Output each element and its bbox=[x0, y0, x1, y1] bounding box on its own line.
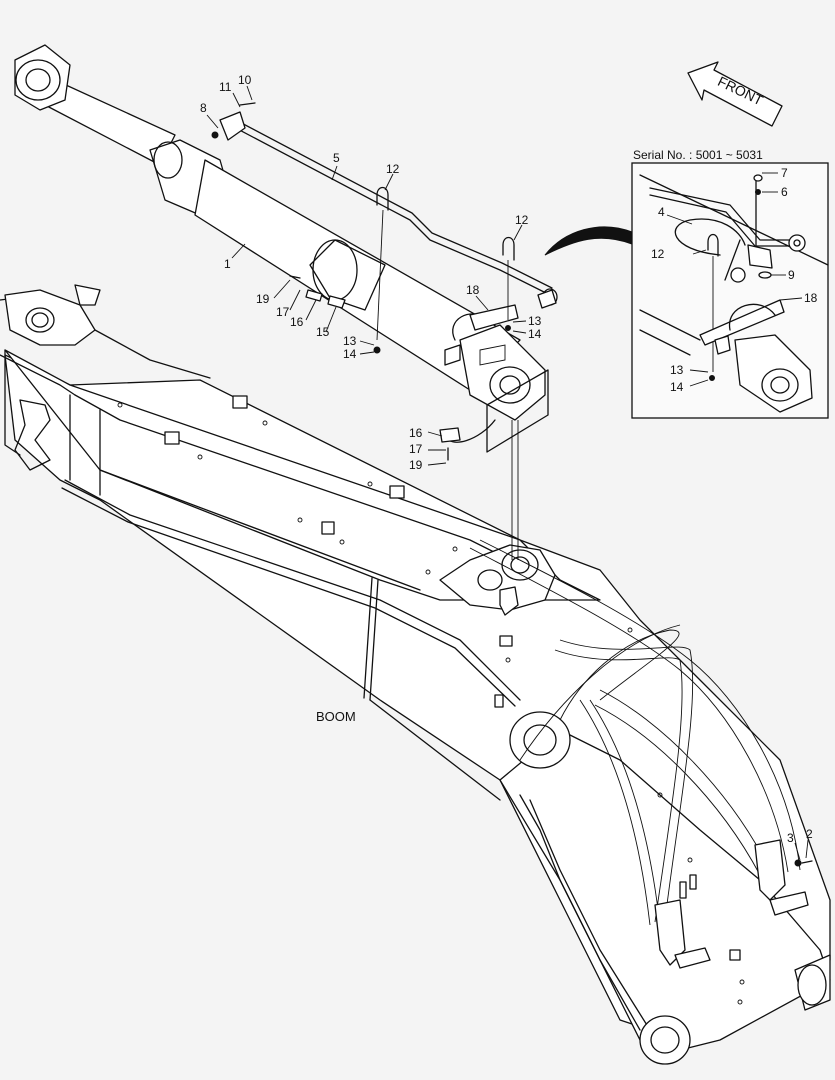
inset-callout-14: 14 bbox=[670, 380, 684, 394]
callout-19-upper: 19 bbox=[256, 292, 270, 306]
inset-callout-6: 6 bbox=[781, 185, 788, 199]
pipe bbox=[229, 124, 551, 296]
callout-18: 18 bbox=[466, 283, 480, 297]
inset-callout-7: 7 bbox=[781, 166, 788, 180]
u-bolt bbox=[376, 186, 389, 211]
u-bolt bbox=[502, 236, 515, 261]
callout-2: 2 bbox=[806, 827, 813, 841]
callout-12-right: 12 bbox=[515, 213, 529, 227]
inset-callouts: 7 6 4 12 9 18 13 14 bbox=[651, 166, 818, 394]
inset-callout-4: 4 bbox=[658, 205, 665, 219]
callout-13-mid: 13 bbox=[343, 334, 357, 348]
callout-13-right: 13 bbox=[528, 314, 542, 328]
callout-10: 10 bbox=[238, 73, 252, 87]
pipe bbox=[231, 117, 553, 289]
nut bbox=[373, 346, 381, 354]
inset-leaders bbox=[666, 172, 803, 387]
callout-8: 8 bbox=[200, 101, 207, 115]
inset-callout-12: 12 bbox=[651, 247, 665, 261]
callout-15: 15 bbox=[316, 325, 330, 339]
inset-detail: Serial No. : 5001 ~ 5031 bbox=[631, 148, 829, 419]
callout-16-upper: 16 bbox=[290, 315, 304, 329]
callout-17-lower: 17 bbox=[409, 442, 423, 456]
callouts: 10 11 8 5 12 12 1 19 17 16 15 18 13 14 1… bbox=[200, 73, 813, 845]
callout-14-mid: 14 bbox=[343, 347, 357, 361]
inset-callout-18: 18 bbox=[804, 291, 818, 305]
callout-1: 1 bbox=[224, 257, 231, 271]
callout-12-upper: 12 bbox=[386, 162, 400, 176]
callout-16-lower: 16 bbox=[409, 426, 423, 440]
inset-serial-label: Serial No. : 5001 ~ 5031 bbox=[633, 148, 763, 162]
detail-box bbox=[486, 369, 549, 453]
inset-pointer bbox=[544, 226, 633, 256]
inset-callout-13: 13 bbox=[670, 363, 684, 377]
front-arrow: FRONT bbox=[687, 61, 783, 127]
leader-lines bbox=[206, 85, 809, 861]
callout-5: 5 bbox=[333, 151, 340, 165]
inset-callout-9: 9 bbox=[788, 268, 795, 282]
callout-11: 11 bbox=[219, 80, 232, 94]
callout-14-right: 14 bbox=[528, 327, 542, 341]
boom-label: BOOM bbox=[316, 709, 356, 724]
callout-19-lower: 19 bbox=[409, 458, 423, 472]
boom bbox=[0, 284, 831, 1065]
callout-3: 3 bbox=[787, 831, 794, 845]
callout-17-upper: 17 bbox=[276, 305, 290, 319]
boom-cylinder bbox=[14, 44, 546, 443]
nut bbox=[505, 325, 511, 331]
